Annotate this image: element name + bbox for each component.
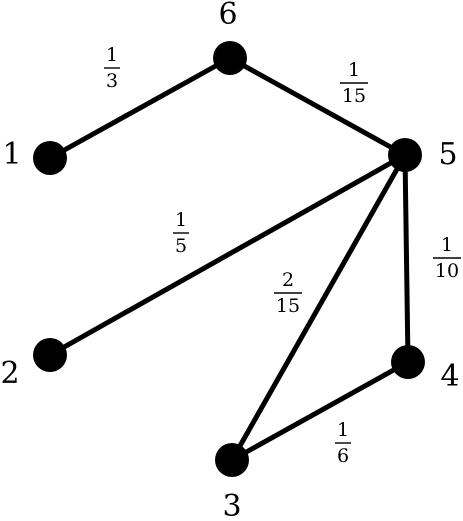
edge-5-4 [402, 152, 411, 365]
edge-1-6 [47, 55, 233, 161]
edge-weight-denominator: 3 [106, 70, 118, 92]
edge-weight-2-5: 15 [173, 209, 189, 257]
edge-2-5 [47, 152, 408, 358]
node-2 [33, 338, 67, 372]
edge-3-5 [229, 152, 408, 463]
edge-weight-numerator: 1 [175, 209, 187, 231]
edge-weight-5-4: 110 [433, 234, 461, 282]
edge-weight-6-5: 115 [340, 59, 368, 107]
node-label-2: 2 [0, 356, 19, 391]
edge-weight-denominator: 15 [276, 295, 300, 317]
edge-weight-numerator: 1 [106, 44, 118, 66]
node-label-3: 3 [222, 489, 241, 521]
nodes-layer [33, 41, 425, 477]
edge-weight-denominator: 5 [175, 235, 187, 257]
node-5 [388, 138, 422, 172]
node-1 [33, 141, 67, 175]
edge-weight-denominator: 6 [337, 445, 349, 467]
node-6 [213, 41, 247, 75]
node-label-1: 1 [2, 137, 21, 172]
edge-weight-numerator: 1 [337, 419, 349, 441]
edge-weight-3-4: 16 [335, 419, 351, 467]
edge-6-5 [227, 55, 408, 158]
edge-3-4 [229, 359, 411, 463]
edge-weight-denominator: 10 [435, 260, 459, 282]
node-3 [215, 443, 249, 477]
edge-weight-numerator: 1 [441, 234, 453, 256]
node-4 [391, 345, 425, 379]
edge-weight-3-5: 215 [274, 269, 302, 317]
edge-weight-numerator: 2 [282, 269, 294, 291]
edges-layer [47, 55, 411, 463]
edge-weight-denominator: 15 [342, 85, 366, 107]
node-label-4: 4 [440, 359, 459, 394]
node-label-5: 5 [438, 137, 457, 172]
edge-weight-numerator: 1 [348, 59, 360, 81]
node-label-6: 6 [218, 0, 237, 32]
edge-weight-1-6: 13 [104, 44, 120, 92]
